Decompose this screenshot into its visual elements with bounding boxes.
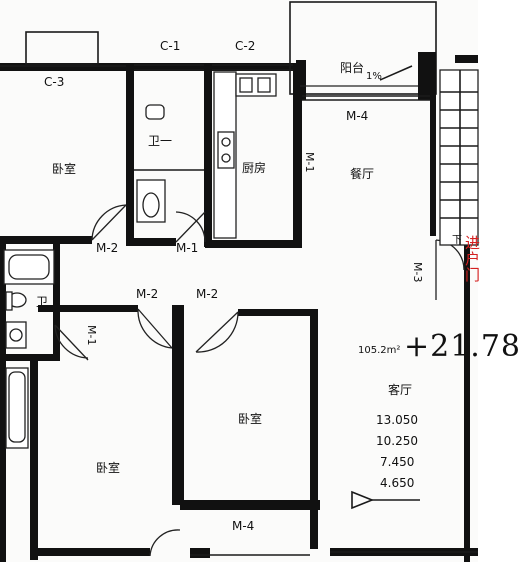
elevation-4: 4.650 xyxy=(380,476,415,490)
room-label-bedroom-center: 卧室 xyxy=(238,412,263,426)
entry-door-label: 进户门 xyxy=(465,234,481,284)
room-label-bedroom-bottomleft: 卧室 xyxy=(96,461,121,475)
elevation-1: 13.050 xyxy=(376,413,418,427)
door-label-m4-top: M-4 xyxy=(346,109,369,123)
room-label-dining: 餐厅 xyxy=(350,167,375,181)
door-label-m1-kitchen: M-1 xyxy=(303,152,316,173)
door-label-m4-bottom: M-4 xyxy=(232,519,255,533)
door-swings xyxy=(54,85,465,557)
elevation-2: 10.250 xyxy=(376,434,418,448)
door-label-m2-bedroom: M-2 xyxy=(96,241,119,255)
door-label-m1-bath: M-1 xyxy=(176,241,199,255)
window-label-c2: C-2 xyxy=(235,39,256,53)
windows xyxy=(0,64,478,556)
elevation-3: 7.450 xyxy=(380,455,415,469)
room-label-bath-small: 卫 xyxy=(36,295,49,309)
door-label-m1-small: M-1 xyxy=(85,325,98,346)
window-label-c1: C-1 xyxy=(160,39,181,53)
stair-direction: 下 xyxy=(452,235,462,246)
door-label-m2-left: M-2 xyxy=(136,287,159,301)
slope-label: 1% xyxy=(366,71,382,82)
fixtures xyxy=(3,65,479,510)
window-label-c3: C-3 xyxy=(44,75,65,89)
room-label-bath: 卫一 xyxy=(148,134,173,148)
plan-drawing xyxy=(0,1,479,562)
room-label-living: 客厅 xyxy=(388,383,413,397)
door-label-m3: M-3 xyxy=(411,262,424,283)
room-label-kitchen: 厨房 xyxy=(242,161,267,175)
handwritten-note: +21.78 xyxy=(404,329,521,364)
room-label-bedroom-topleft: 卧室 xyxy=(52,162,77,176)
area-label: 105.2m² xyxy=(358,345,401,356)
balcony-label: 阳台 xyxy=(340,61,365,75)
door-label-m2-right: M-2 xyxy=(196,287,219,301)
